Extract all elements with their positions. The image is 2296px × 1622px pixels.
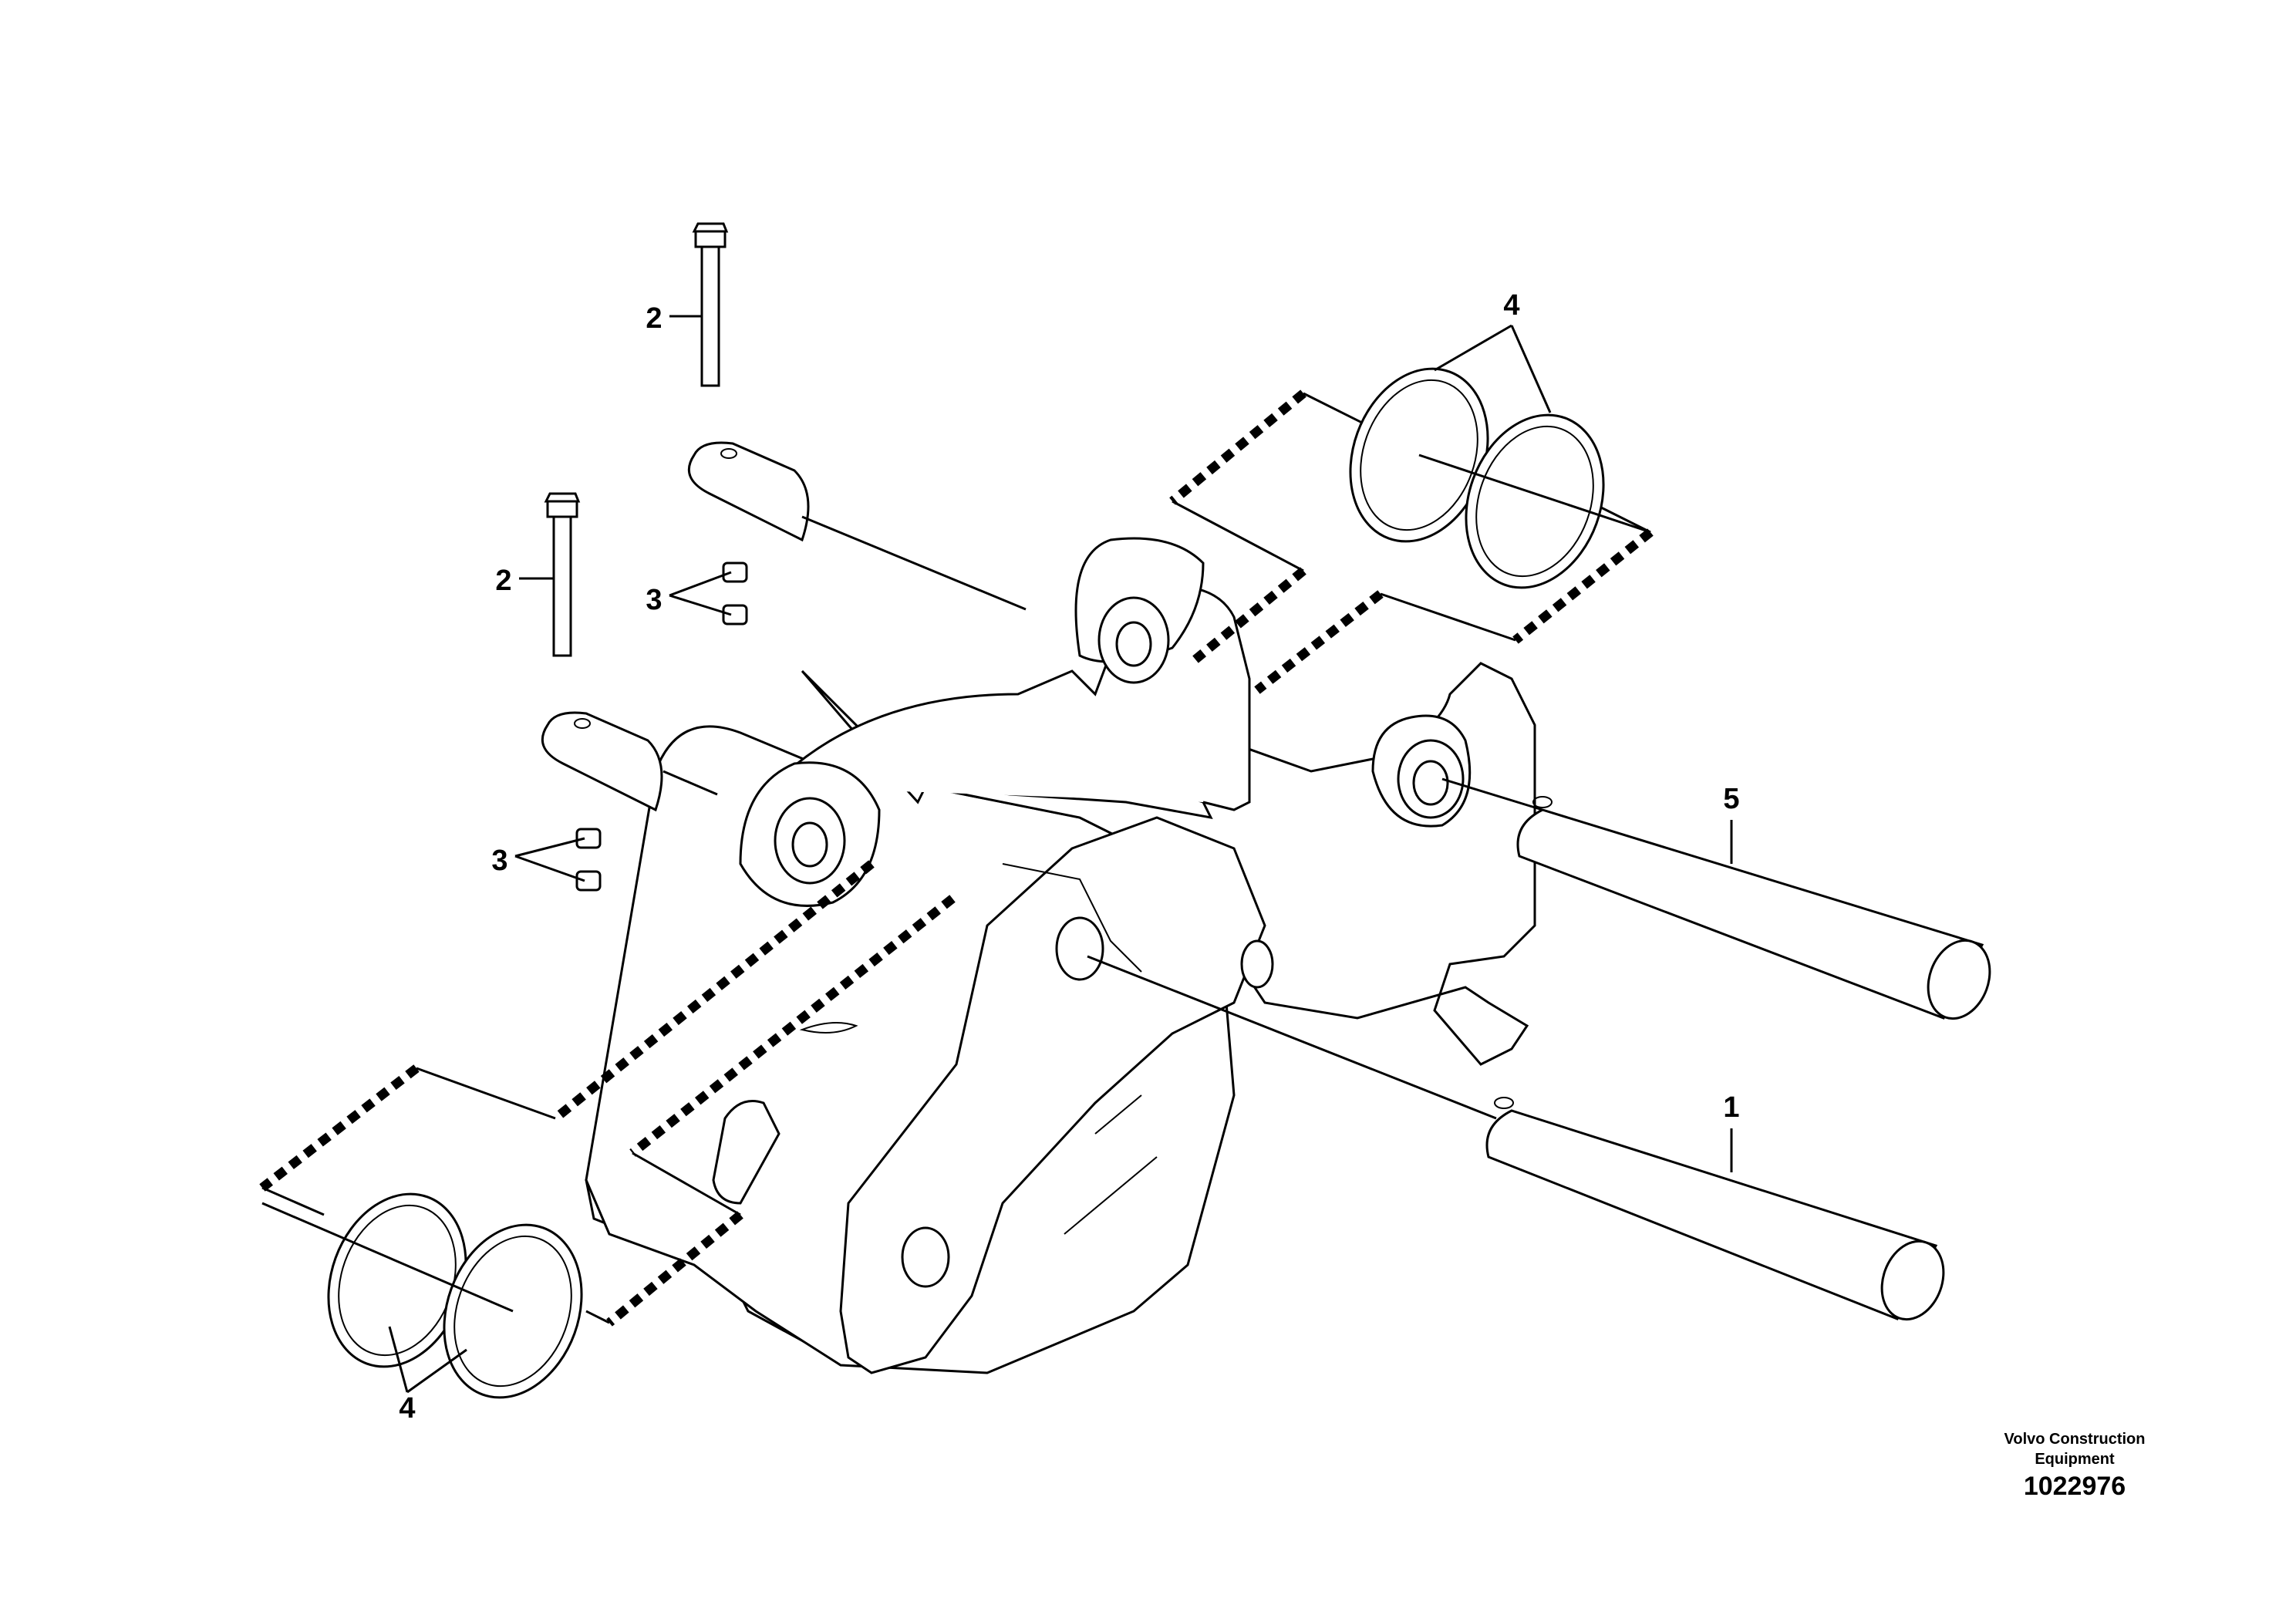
callout-3-lower: 3 (491, 845, 507, 877)
callout-4-upper: 4 (1503, 289, 1519, 322)
rings-lower (261, 1192, 583, 1399)
upper-bolt-and-sleeve (687, 222, 1027, 611)
pin-1 (1087, 955, 1945, 1321)
callout-5: 5 (1723, 783, 1739, 815)
callout-1: 1 (1723, 1091, 1739, 1124)
callout-2-upper: 2 (646, 302, 662, 335)
brand-line-1: Volvo Construction (2004, 1431, 2146, 1448)
brand-line-2: Equipment (2035, 1451, 2115, 1468)
nuts (575, 561, 748, 892)
pin-5 (1441, 777, 1991, 1020)
drawing-number: 1022976 (2023, 1472, 2126, 1501)
coupler-bracket (585, 537, 1536, 1374)
callout-2-lower: 2 (495, 565, 511, 597)
brand-label: Volvo Construction Equipment (1959, 1429, 2190, 1469)
callout-3-upper: 3 (646, 584, 662, 616)
callout-4-lower: 4 (399, 1392, 415, 1425)
leader-lines (388, 315, 1733, 1394)
rings-upper (1349, 367, 1651, 589)
